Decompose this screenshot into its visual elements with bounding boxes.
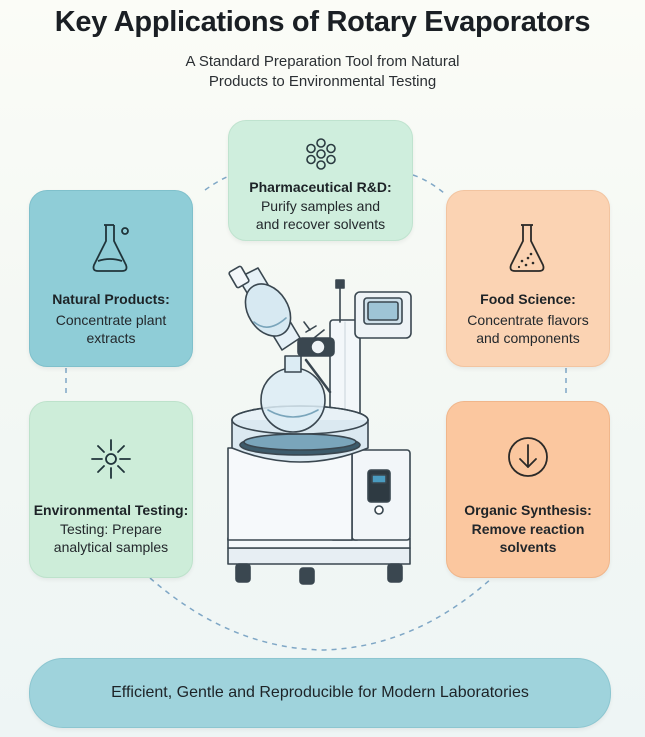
molecule-icon bbox=[305, 138, 336, 170]
footer-text: Efficient, Gentle and Reproducible for M… bbox=[111, 684, 529, 701]
card-pharmaceutical: Pharmaceutical R&D: Purify samples and a… bbox=[228, 120, 413, 241]
card-pharmaceutical-title: Pharmaceutical R&D: bbox=[249, 179, 392, 195]
sparkle-icon bbox=[91, 439, 131, 479]
down-arrow-circle-icon bbox=[508, 437, 548, 477]
footer-banner: Efficient, Gentle and Reproducible for M… bbox=[29, 658, 611, 728]
flask-icon bbox=[509, 224, 545, 272]
card-environmental-testing: Environmental Testing: Testing: Prepare … bbox=[29, 401, 193, 578]
card-natural-products-desc: Concentrate plant extracts bbox=[55, 312, 167, 346]
page-title: Key Applications of Rotary Evaporators bbox=[54, 6, 591, 38]
card-food-science: Food Science: Concentrate flavors and co… bbox=[446, 190, 610, 367]
card-environmental-testing-desc: Testing: Prepare analytical samples bbox=[53, 521, 169, 555]
flask-icon bbox=[92, 224, 129, 272]
card-pharmaceutical-desc: Purify samples and and recover solvents bbox=[255, 198, 386, 232]
card-organic-synthesis: Organic Synthesis: Remove reaction solve… bbox=[446, 401, 610, 578]
card-organic-synthesis-desc: Remove reaction solvents bbox=[471, 521, 585, 555]
page-subtitle: A Standard Preparation Tool from Natural… bbox=[185, 53, 460, 90]
card-organic-synthesis-title: Organic Synthesis: bbox=[464, 502, 592, 518]
card-food-science-desc: Concentrate flavors and components bbox=[467, 312, 589, 346]
card-food-science-title: Food Science: bbox=[480, 291, 576, 307]
card-natural-products-title: Natural Products: bbox=[52, 291, 170, 307]
card-natural-products: Natural Products: Concentrate plant extr… bbox=[29, 190, 193, 367]
card-environmental-testing-title: Environmental Testing: bbox=[33, 502, 189, 518]
